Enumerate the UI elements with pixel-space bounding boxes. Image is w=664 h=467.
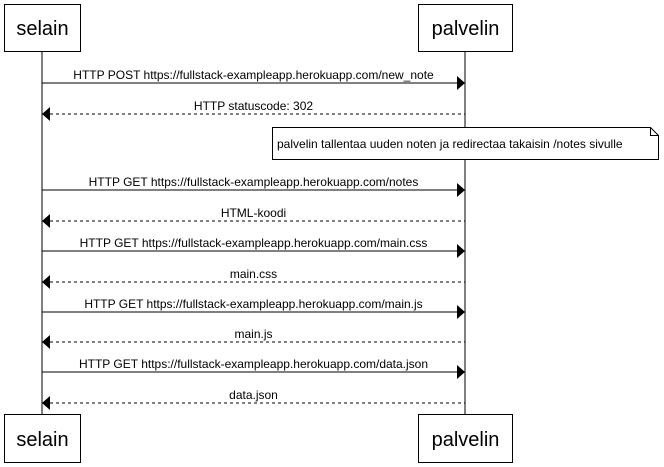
message-9-label: HTTP GET https://fullstack-exampleapp.he… bbox=[79, 357, 428, 371]
participant-right-top-label: palvelin bbox=[432, 18, 500, 40]
message-8-label: main.js bbox=[234, 327, 272, 341]
message-7-label: HTTP GET https://fullstack-exampleapp.he… bbox=[84, 297, 422, 311]
message-3-label: HTTP GET https://fullstack-exampleapp.he… bbox=[89, 175, 419, 189]
message-7: HTTP GET https://fullstack-exampleapp.he… bbox=[42, 297, 465, 319]
participant-right-top: palvelin bbox=[418, 4, 513, 52]
message-1: HTTP POST https://fullstack-exampleapp.h… bbox=[42, 68, 465, 90]
message-10-label: data.json bbox=[229, 388, 278, 402]
participant-left-top: selain bbox=[4, 4, 81, 52]
message-1-label: HTTP POST https://fullstack-exampleapp.h… bbox=[73, 68, 434, 82]
message-4-label: HTML-koodi bbox=[221, 206, 286, 220]
participant-right-bottom-label: palvelin bbox=[432, 429, 500, 451]
participant-left-bottom: selain bbox=[4, 414, 81, 463]
participant-left-top-label: selain bbox=[16, 18, 68, 40]
note-text: palvelin tallentaa uuden noten ja redire… bbox=[277, 137, 623, 151]
participant-left-bottom-label: selain bbox=[16, 429, 68, 451]
message-4: HTML-koodi bbox=[42, 206, 465, 228]
note: palvelin tallentaa uuden noten ja redire… bbox=[272, 127, 659, 160]
message-2: HTTP statuscode: 302 bbox=[42, 99, 465, 121]
message-8: main.js bbox=[42, 327, 465, 349]
message-9: HTTP GET https://fullstack-exampleapp.he… bbox=[42, 357, 465, 379]
message-3: HTTP GET https://fullstack-exampleapp.he… bbox=[42, 175, 465, 197]
message-10: data.json bbox=[42, 388, 465, 410]
participant-right-bottom: palvelin bbox=[418, 414, 513, 463]
message-2-label: HTTP statuscode: 302 bbox=[194, 99, 314, 113]
message-5: HTTP GET https://fullstack-exampleapp.he… bbox=[42, 236, 465, 258]
message-5-label: HTTP GET https://fullstack-exampleapp.he… bbox=[80, 236, 428, 250]
message-6: main.css bbox=[42, 267, 465, 289]
message-6-label: main.css bbox=[230, 267, 277, 281]
